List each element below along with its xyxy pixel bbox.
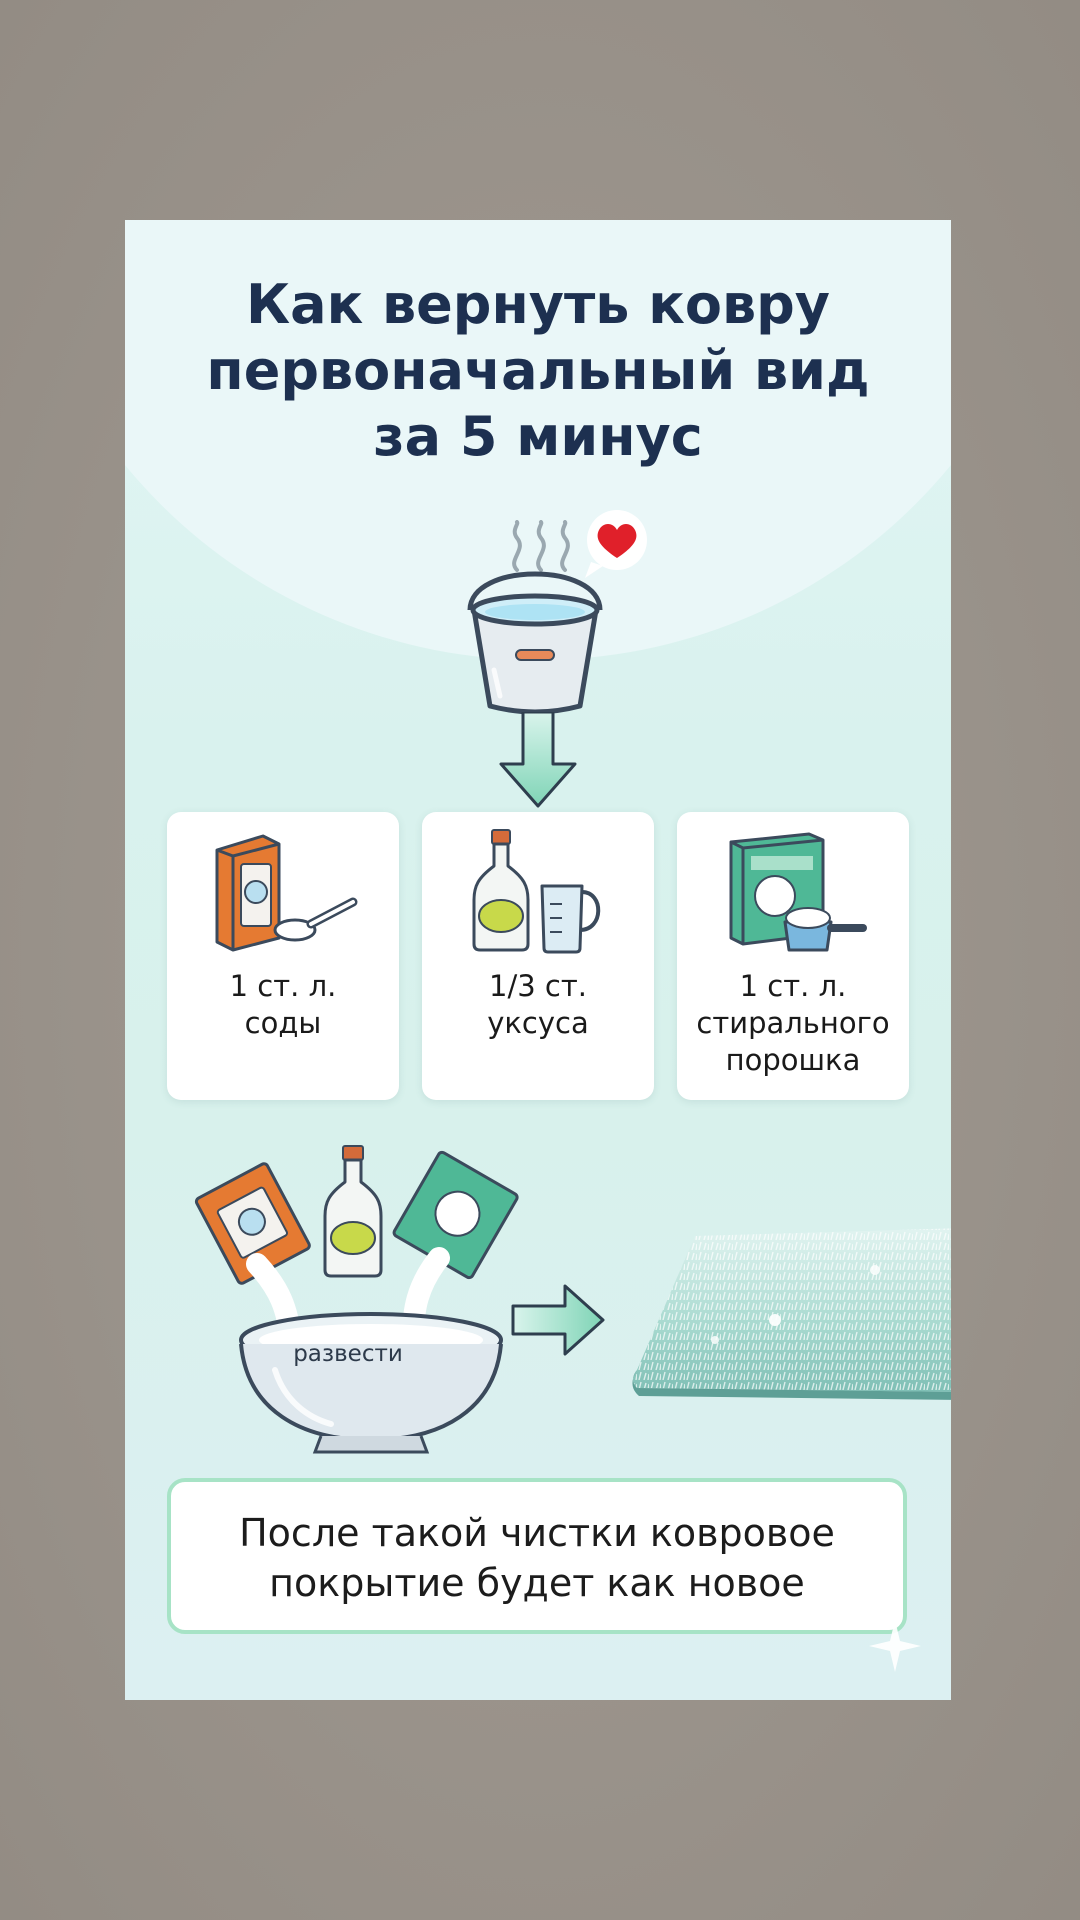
result-text: После такой чистки ковровое покрытие буд… xyxy=(239,1511,835,1605)
sparkle-icon xyxy=(869,1620,921,1672)
ingredient-label: 1 ст. л. стирального порошка xyxy=(696,969,890,1077)
infographic-card: Как вернуть ковру первоначальный вид за … xyxy=(125,220,951,1700)
ingredient-label: 1/3 ст. уксуса xyxy=(487,969,589,1040)
carpet-icon xyxy=(632,1228,951,1400)
ingredient-card-soda: 1 ст. л. соды xyxy=(167,812,399,1100)
result-box: После такой чистки ковровое покрытие буд… xyxy=(167,1478,907,1634)
arrow-right-icon xyxy=(511,1284,605,1356)
bowl-label: развести xyxy=(293,1341,403,1367)
soda-box-icon xyxy=(215,834,358,952)
bucket-icon xyxy=(467,571,603,715)
page-title: Как вернуть ковру первоначальный вид за … xyxy=(206,273,870,468)
heart-icon xyxy=(585,510,647,578)
steam-icon xyxy=(512,520,570,572)
ingredient-card-powder: 1 ст. л. стирального порошка xyxy=(677,812,909,1100)
bowl-icon xyxy=(194,1145,519,1454)
arrow-down-icon xyxy=(499,712,577,808)
vinegar-bottle-icon xyxy=(472,829,601,954)
ingredient-label: 1 ст. л. соды xyxy=(229,969,337,1040)
ingredient-card-vinegar: 1/3 ст. уксуса xyxy=(422,812,654,1100)
detergent-box-icon xyxy=(729,832,867,952)
